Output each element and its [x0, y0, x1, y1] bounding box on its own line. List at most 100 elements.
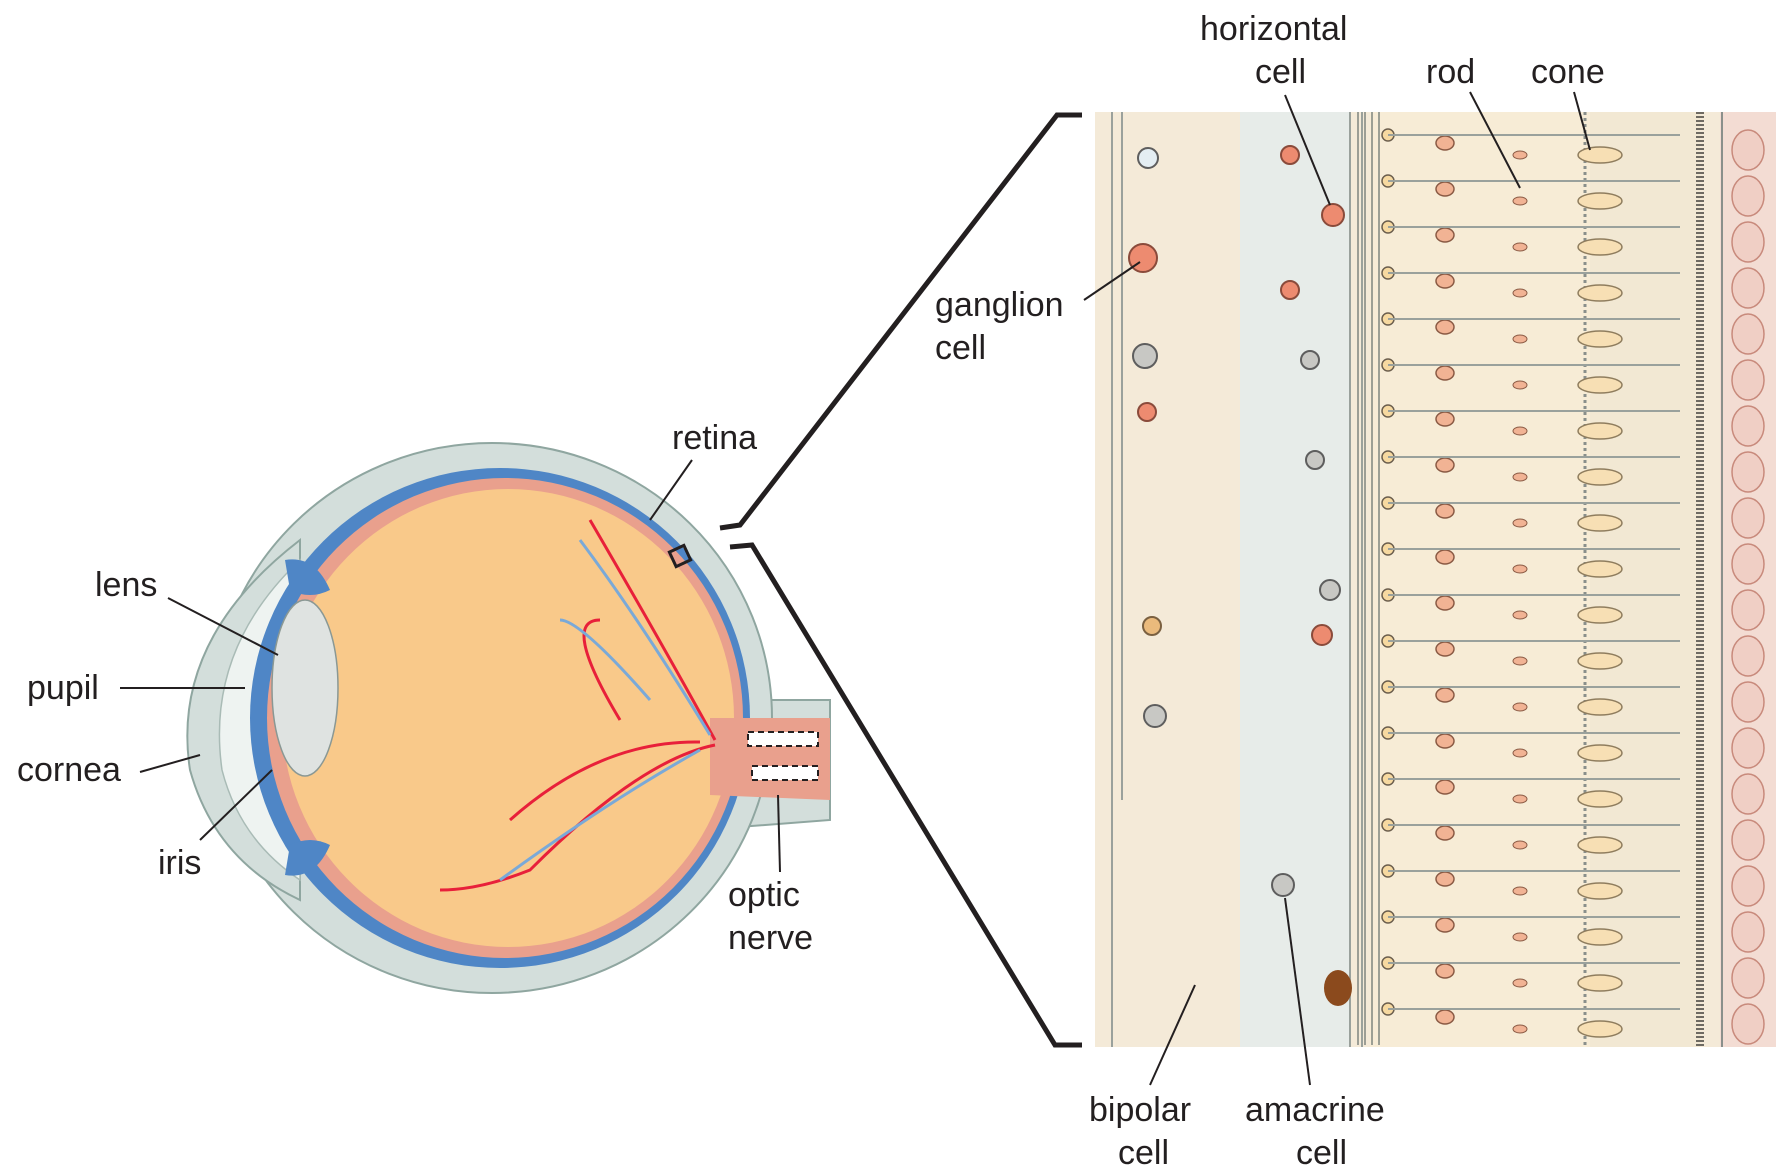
horizontal-cell-body [1322, 204, 1344, 226]
cone-inner-segment [1578, 423, 1622, 439]
pigment-epithelium-cell [1732, 176, 1764, 216]
inner-cell-body [1281, 146, 1299, 164]
cone-inner-segment [1578, 469, 1622, 485]
inner-cell-body [1281, 281, 1299, 299]
photoreceptor-soma [1436, 504, 1454, 518]
cone-inner-segment [1578, 607, 1622, 623]
rod-nucleus [1513, 381, 1527, 389]
cone-inner-segment [1578, 331, 1622, 347]
rod-nucleus [1513, 427, 1527, 435]
rod-nucleus [1513, 933, 1527, 941]
pigment-epithelium-cell [1732, 682, 1764, 722]
lens-shape [272, 600, 338, 776]
label-optic-nerve-line1: optic [728, 876, 800, 914]
cone-inner-segment [1578, 929, 1622, 945]
cone-inner-segment [1578, 377, 1622, 393]
rod-nucleus [1513, 611, 1527, 619]
label-amacrine-line1: amacrine [1245, 1091, 1385, 1129]
cone-inner-segment [1578, 837, 1622, 853]
pigment-epithelium-cell [1732, 820, 1764, 860]
cone-inner-segment [1578, 883, 1622, 899]
photoreceptor-soma [1436, 826, 1454, 840]
outer-nuclear-band [1370, 112, 1590, 1047]
pigment-epithelium-cell [1732, 774, 1764, 814]
pigment-epithelium-cell [1732, 222, 1764, 262]
photoreceptor-soma [1436, 550, 1454, 564]
rod-nucleus [1513, 887, 1527, 895]
label-retina: retina [672, 419, 757, 457]
pigment-epithelium-cell [1732, 728, 1764, 768]
cone-inner-segment [1578, 975, 1622, 991]
brown-cell-body [1324, 970, 1352, 1006]
pigment-epithelium-cell [1732, 866, 1764, 906]
photoreceptor-soma [1436, 918, 1454, 932]
optic-nerve-strip-2 [752, 766, 818, 780]
pigment-epithelium-cell [1732, 268, 1764, 308]
label-rod: rod [1426, 53, 1475, 91]
photoreceptor-soma [1436, 274, 1454, 288]
label-amacrine-line2: cell [1296, 1134, 1347, 1171]
photoreceptor-soma [1436, 412, 1454, 426]
ganglion-cell-body [1144, 705, 1166, 727]
rod-nucleus [1513, 657, 1527, 665]
label-bipolar-line1: bipolar [1089, 1091, 1191, 1129]
cone-inner-segment [1578, 699, 1622, 715]
label-iris: iris [158, 844, 201, 882]
label-ganglion-line2: cell [935, 329, 986, 367]
label-pupil: pupil [27, 669, 99, 707]
rod-nucleus [1513, 243, 1527, 251]
photoreceptor-soma [1436, 1010, 1454, 1024]
cone-inner-segment [1578, 193, 1622, 209]
pigment-epithelium-cell [1732, 452, 1764, 492]
photoreceptor-soma [1436, 642, 1454, 656]
rod-nucleus [1513, 197, 1527, 205]
label-bipolar-line2: cell [1118, 1134, 1169, 1171]
pigment-epithelium-cell [1732, 912, 1764, 952]
photoreceptor-soma [1436, 780, 1454, 794]
rod-nucleus [1513, 473, 1527, 481]
label-lens: lens [95, 566, 157, 604]
photoreceptor-soma [1436, 596, 1454, 610]
photoreceptor-soma [1436, 136, 1454, 150]
rod-nucleus [1513, 1025, 1527, 1033]
rod-nucleus [1513, 519, 1527, 527]
rod-nucleus [1513, 289, 1527, 297]
label-cone: cone [1531, 53, 1605, 91]
rod-nucleus [1513, 749, 1527, 757]
pigment-epithelium-cell [1732, 360, 1764, 400]
optic-nerve-strip-1 [748, 732, 818, 746]
photoreceptor-soma [1436, 182, 1454, 196]
cone-inner-segment [1578, 147, 1622, 163]
pigment-epithelium-cell [1732, 958, 1764, 998]
pigment-epithelium-cell [1732, 590, 1764, 630]
photoreceptor-soma [1436, 688, 1454, 702]
cone-inner-segment [1578, 561, 1622, 577]
pigment-epithelium-cell [1732, 1004, 1764, 1044]
inner-cell-body [1312, 625, 1332, 645]
cone-inner-segment [1578, 285, 1622, 301]
inner-cell-body [1301, 351, 1319, 369]
amacrine-cell-body [1272, 874, 1294, 896]
inner-cell-body [1306, 451, 1324, 469]
cone-inner-segment [1578, 239, 1622, 255]
ganglion-cell-body [1133, 344, 1157, 368]
photoreceptor-soma [1436, 458, 1454, 472]
cone-inner-segment [1578, 653, 1622, 669]
label-optic-nerve-line2: nerve [728, 919, 813, 957]
rod-nucleus [1513, 979, 1527, 987]
optic-nerve-body [710, 718, 830, 800]
rod-nucleus [1513, 841, 1527, 849]
retina-detail-panel [1095, 112, 1776, 1047]
photoreceptor-soma [1436, 228, 1454, 242]
cone-inner-segment [1578, 791, 1622, 807]
pigment-epithelium-cell [1732, 544, 1764, 584]
photoreceptor-soma [1436, 320, 1454, 334]
cone-inner-segment [1578, 745, 1622, 761]
pigment-epithelium-cell [1732, 314, 1764, 354]
rod-nucleus [1513, 565, 1527, 573]
photoreceptor-soma [1436, 964, 1454, 978]
inner-plexiform-band [1240, 112, 1350, 1047]
inner-cell-body [1320, 580, 1340, 600]
rod-nucleus [1513, 703, 1527, 711]
